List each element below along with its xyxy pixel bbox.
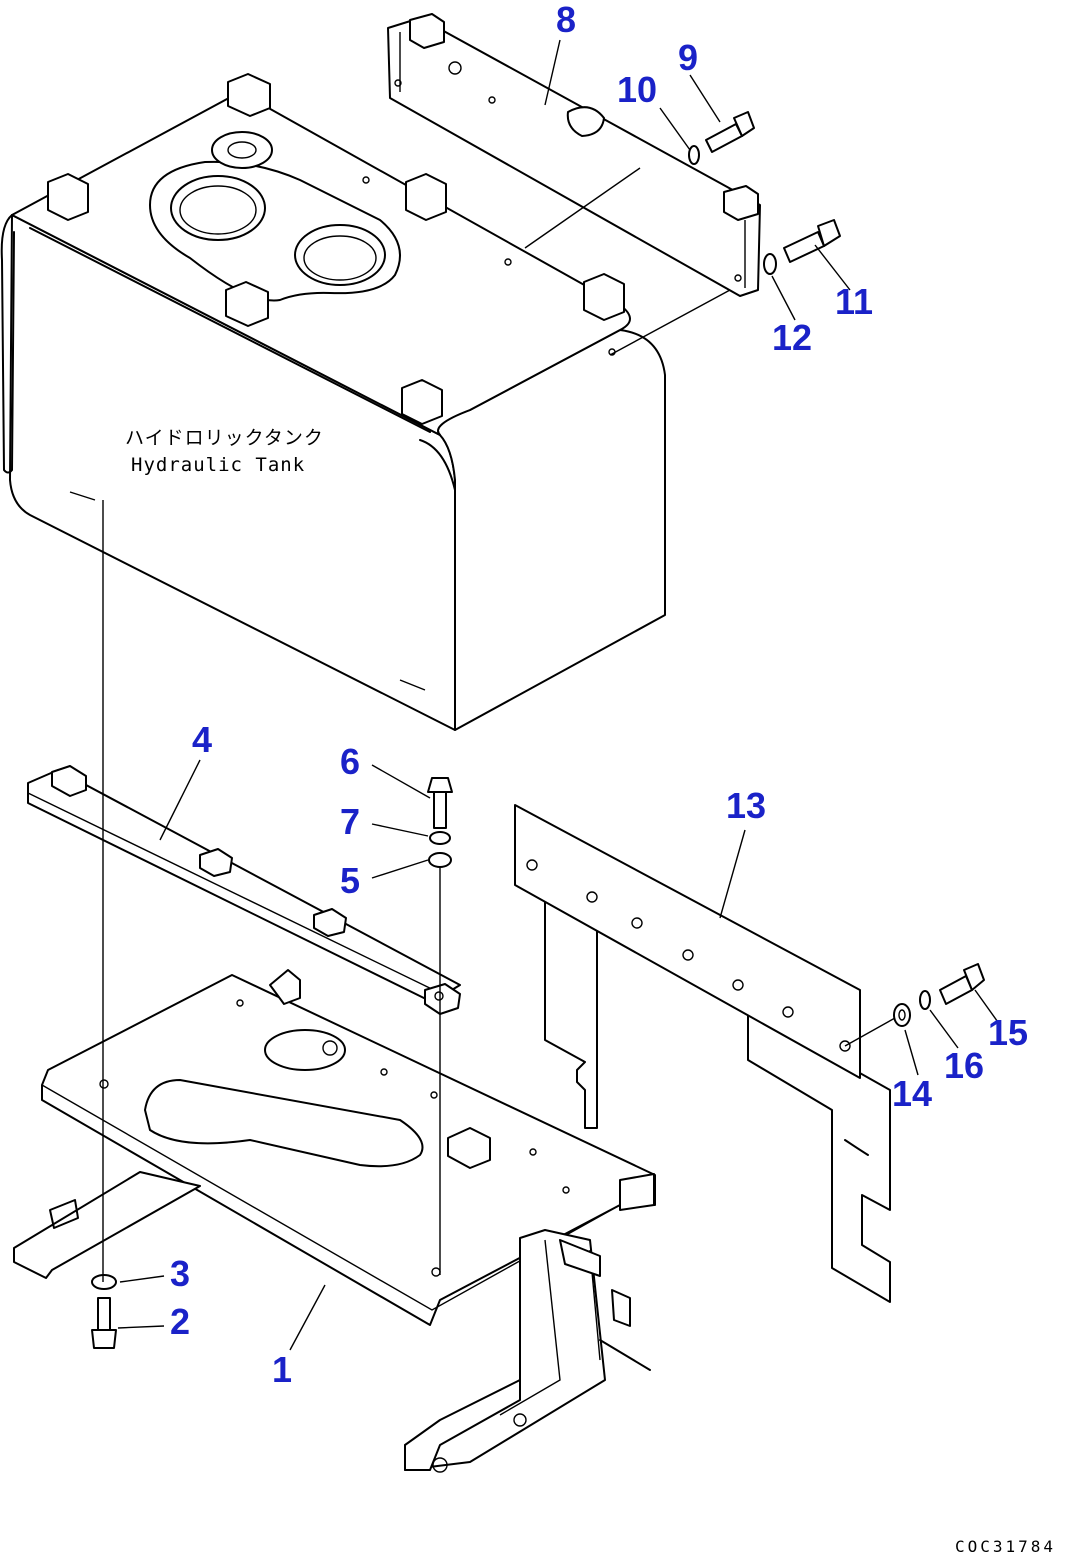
part-11-bolt — [783, 219, 841, 263]
callout-1: 1 — [272, 1349, 292, 1390]
callout-10: 10 — [617, 69, 657, 110]
tank-label-english: Hydraulic Tank — [131, 454, 305, 476]
callout-8: 8 — [556, 0, 576, 40]
tank-label-japanese: ハイドロリックタンク — [125, 427, 324, 449]
callout-9: 9 — [678, 37, 698, 78]
callout-4: 4 — [192, 719, 212, 760]
part-8-cover-plate — [387, 13, 761, 297]
callout-11: 11 — [835, 281, 873, 322]
drawing-number: COC31784 — [955, 1537, 1056, 1556]
callout-5: 5 — [340, 860, 360, 901]
callout-13: 13 — [726, 785, 766, 826]
part-3-washer — [91, 1274, 117, 1290]
callout-15: 15 — [988, 1012, 1028, 1053]
callout-12: 12 — [772, 317, 812, 358]
hydraulic-tank: ハイドロリックタンク Hydraulic Tank — [0, 73, 666, 731]
callout-numbers: 8 9 10 11 12 4 6 7 5 13 15 16 14 3 2 1 — [170, 0, 1028, 1390]
callout-7: 7 — [340, 801, 360, 842]
part-14-washer — [893, 1003, 911, 1027]
part-7-washer — [429, 831, 451, 845]
part-15-bolt — [939, 963, 985, 1005]
part-10-washer — [688, 145, 700, 165]
leader-lines — [102, 39, 1001, 1351]
callout-16: 16 — [944, 1045, 984, 1086]
part-6-bolt — [427, 777, 453, 829]
callout-3: 3 — [170, 1253, 190, 1294]
part-2-bolt — [91, 1297, 117, 1349]
part-4-rail — [27, 765, 461, 1015]
fasteners — [91, 111, 985, 1349]
callout-14: 14 — [892, 1073, 932, 1114]
part-1-support-frame — [13, 969, 656, 1473]
part-13-guard-plate — [514, 804, 891, 1303]
part-9-bolt — [705, 111, 755, 153]
callout-2: 2 — [170, 1301, 190, 1342]
part-5-washer — [428, 852, 452, 868]
part-16-washer — [919, 990, 931, 1010]
callout-6: 6 — [340, 741, 360, 782]
part-12-washer — [763, 253, 777, 275]
